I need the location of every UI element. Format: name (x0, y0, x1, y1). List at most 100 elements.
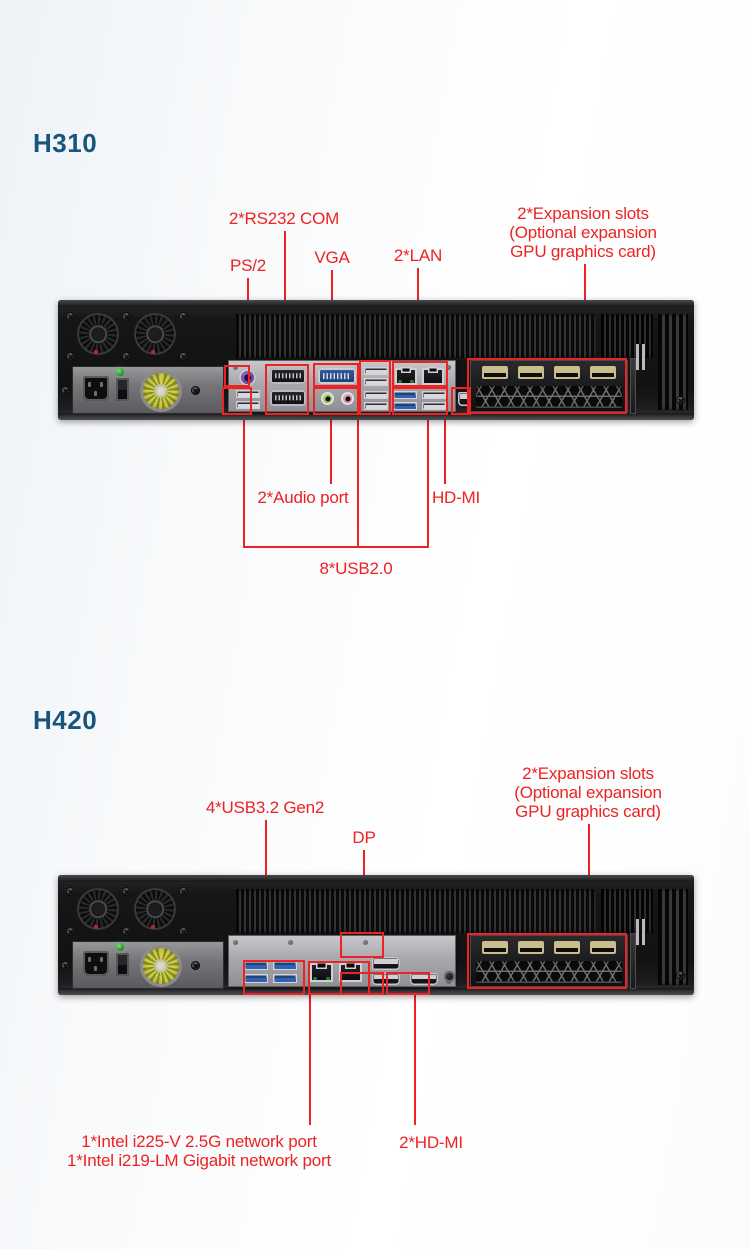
screw-mm (122, 352, 131, 361)
label-vga: VGA (314, 248, 350, 267)
usb-port-2[interactable] (236, 401, 260, 409)
screw-tm-h420 (122, 887, 131, 896)
highlight-expansion-slots-h420 (467, 933, 627, 989)
fan-wire-1 (94, 350, 98, 354)
leader-line-audio (330, 420, 332, 484)
exhaust-fan-1 (77, 313, 119, 355)
power-switch-h420[interactable] (116, 953, 129, 976)
gpu-display-port-4[interactable] (590, 366, 616, 379)
screw-mr-h420 (179, 927, 188, 936)
chassis-bottom-lip-h420 (58, 988, 694, 995)
gpu-display-port-3[interactable] (554, 366, 580, 379)
screw-ml-h420 (66, 927, 75, 936)
lan-port-2[interactable] (422, 367, 444, 385)
usb-port-10[interactable] (422, 402, 446, 410)
label-usb20: 8*USB2.0 (319, 559, 393, 578)
fan-wire-1-h420 (94, 925, 98, 929)
lan-port-1[interactable] (395, 367, 417, 385)
power-led-h420 (116, 943, 124, 951)
io-dot-2 (446, 365, 451, 370)
label-hdmi-h420: 2*HD-MI (399, 1133, 463, 1152)
exhaust-fan-2 (134, 313, 176, 355)
expansion-slot-divider-h420 (630, 933, 636, 989)
section-h310: H310 PS/2 2*RS232 COM VGA 2*LAN 2*Expans… (0, 0, 750, 620)
psu-screw-l (61, 386, 70, 395)
usb32-port-1[interactable] (244, 961, 268, 970)
bracket-usb20 (243, 420, 429, 548)
label-lan: 2*LAN (393, 246, 443, 265)
screw-tl-h420 (66, 887, 75, 896)
label-network-ports-line2: 1*Intel i219-LM Gigabit network port (67, 1151, 331, 1170)
gpu-display-port-1[interactable] (482, 366, 508, 379)
usb32-port-4[interactable] (273, 974, 297, 983)
highlight-lan (392, 361, 448, 387)
usb-port-1[interactable] (236, 390, 260, 398)
highlight-audio (313, 387, 359, 415)
audio-jack-h420[interactable] (444, 971, 455, 982)
highlight-lan-h420 (308, 961, 370, 995)
bracket-usb20-stem (357, 420, 359, 548)
usb32-port-2[interactable] (273, 961, 297, 970)
power-inlet (83, 376, 109, 401)
highlight-vga (313, 363, 359, 387)
lan-port-i225v[interactable] (310, 962, 333, 982)
vent-upper (236, 314, 596, 358)
usb32-port-3[interactable] (244, 974, 268, 983)
screw-mr (179, 352, 188, 361)
exhaust-fan-1-h420 (77, 888, 119, 930)
power-switch[interactable] (116, 378, 129, 401)
displayport-port[interactable] (372, 957, 400, 970)
chassis-bottom-lip (58, 413, 694, 420)
psu-screw-l-h420 (61, 961, 70, 970)
usb-port-5[interactable] (364, 391, 388, 399)
highlight-rs232 (265, 364, 309, 415)
ps2-port[interactable] (239, 369, 256, 386)
vent-right-panel (658, 314, 688, 410)
rs232-port-1[interactable] (270, 368, 306, 384)
usb-port-7[interactable] (393, 391, 417, 399)
chassis-top-lip-h420 (58, 875, 694, 882)
usb-port-3[interactable] (364, 367, 388, 375)
gpu-expansion-bracket-h420 (470, 935, 628, 987)
psu-fan-h420 (140, 945, 182, 987)
leader-line-hdmi (444, 420, 446, 484)
label-expansion-slots-line1: 2*Expansion slots (517, 204, 649, 223)
vent-dot-strip-h420 (636, 919, 646, 945)
audio-mic-jack[interactable] (341, 392, 354, 405)
highlight-hdmi (451, 387, 471, 415)
gpu-display-port-2[interactable] (518, 366, 544, 379)
gpu-display-port-3-h420[interactable] (554, 941, 580, 954)
label-ps2: PS/2 (229, 256, 267, 275)
vent-upper-h420 (236, 889, 596, 933)
label-audio-port: 2*Audio port (257, 488, 349, 507)
gpu-expansion-bracket (470, 360, 628, 412)
gpu-display-port-1-h420[interactable] (482, 941, 508, 954)
io-dot-1-h420 (233, 940, 238, 945)
usb-port-8[interactable] (393, 402, 417, 410)
screw-mm-h420 (122, 927, 131, 936)
chassis-screw-right-h420 (676, 971, 685, 980)
usb-port-4[interactable] (364, 378, 388, 386)
usb-port-6[interactable] (364, 402, 388, 410)
label-expansion-slots-line1-h420: 2*Expansion slots (522, 764, 654, 783)
vent-dot-strip (636, 344, 646, 370)
usb-port-9[interactable] (422, 391, 446, 399)
highlight-expansion-slots (467, 358, 627, 414)
label-dp: DP (352, 828, 376, 847)
audio-line-out-jack[interactable] (321, 392, 334, 405)
gpu-display-port-4-h420[interactable] (590, 941, 616, 954)
chassis-h420 (58, 875, 694, 995)
label-rs232: 2*RS232 COM (228, 209, 340, 228)
power-led (116, 368, 124, 376)
gpu-honeycomb-vent (476, 386, 622, 408)
expansion-slot-divider (630, 358, 636, 414)
psu-screw-r (191, 386, 200, 395)
vga-port[interactable] (318, 368, 356, 384)
rs232-port-2[interactable] (270, 390, 306, 406)
gpu-display-port-2-h420[interactable] (518, 941, 544, 954)
highlight-usb-mid (359, 360, 391, 415)
highlight-dp (340, 932, 384, 958)
screw-ml (66, 352, 75, 361)
hdmi-port-2-h420[interactable] (410, 973, 438, 985)
screw-tr-h420 (179, 887, 188, 896)
